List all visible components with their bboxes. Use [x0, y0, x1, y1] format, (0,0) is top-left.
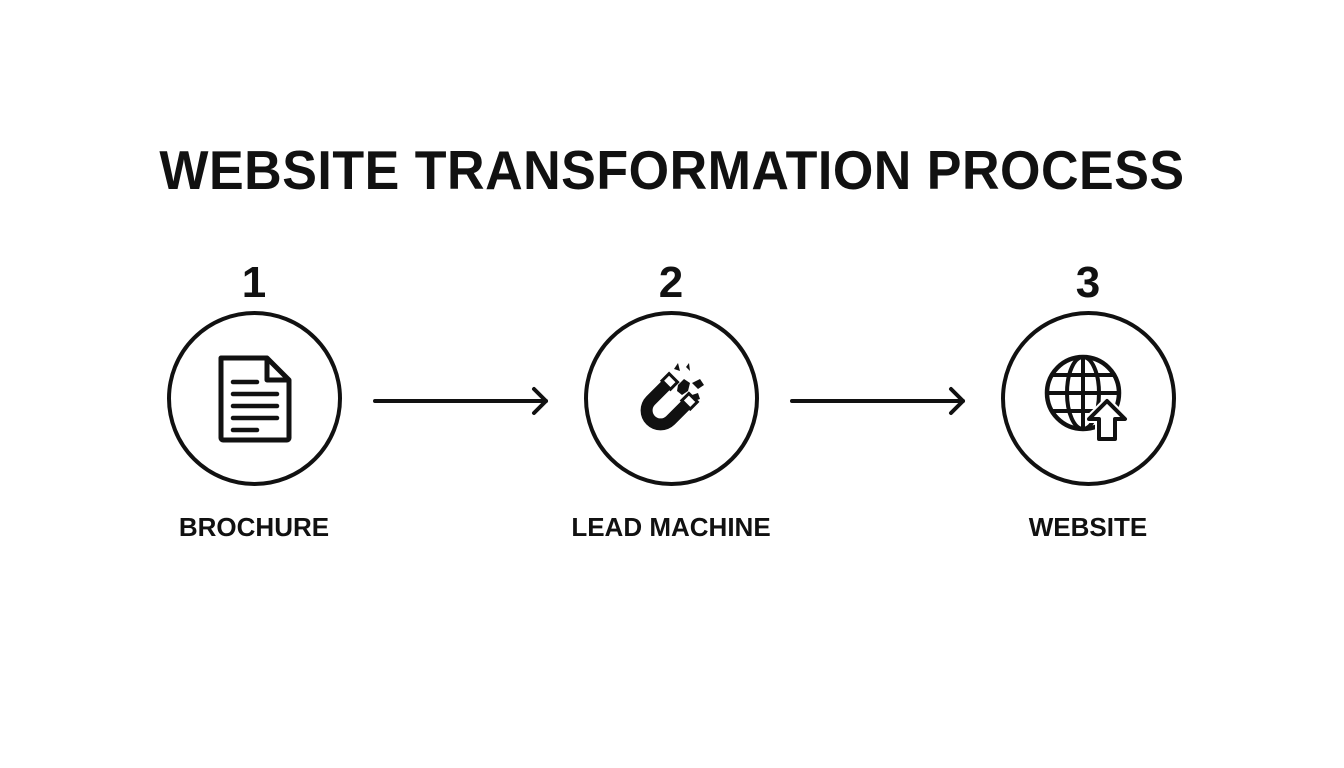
diagram-title: WEBSITE TRANSFORMATION PROCESS: [159, 140, 1185, 202]
document-icon: [218, 355, 291, 442]
step-number: 2: [658, 258, 684, 307]
globe-upload-icon: [1044, 354, 1129, 443]
step-circle: [167, 311, 342, 486]
step-label: WEBSITE: [1028, 512, 1148, 542]
step-3: 3 WEBSITE: [968, 258, 1208, 542]
step-2: 2 LEAD MACHINE: [551, 258, 791, 542]
step-circle: [584, 311, 759, 486]
step-1: 1 BROCHURE: [134, 258, 374, 542]
step-circle: [1001, 311, 1176, 486]
magnet-icon: [640, 362, 704, 430]
step-number: 1: [241, 258, 267, 307]
arrow-right-icon: [790, 387, 965, 415]
arrow-right-icon: [373, 387, 548, 415]
step-label: LEAD MACHINE: [571, 512, 771, 542]
step-number: 3: [1075, 258, 1101, 307]
step-label: BROCHURE: [178, 512, 330, 542]
